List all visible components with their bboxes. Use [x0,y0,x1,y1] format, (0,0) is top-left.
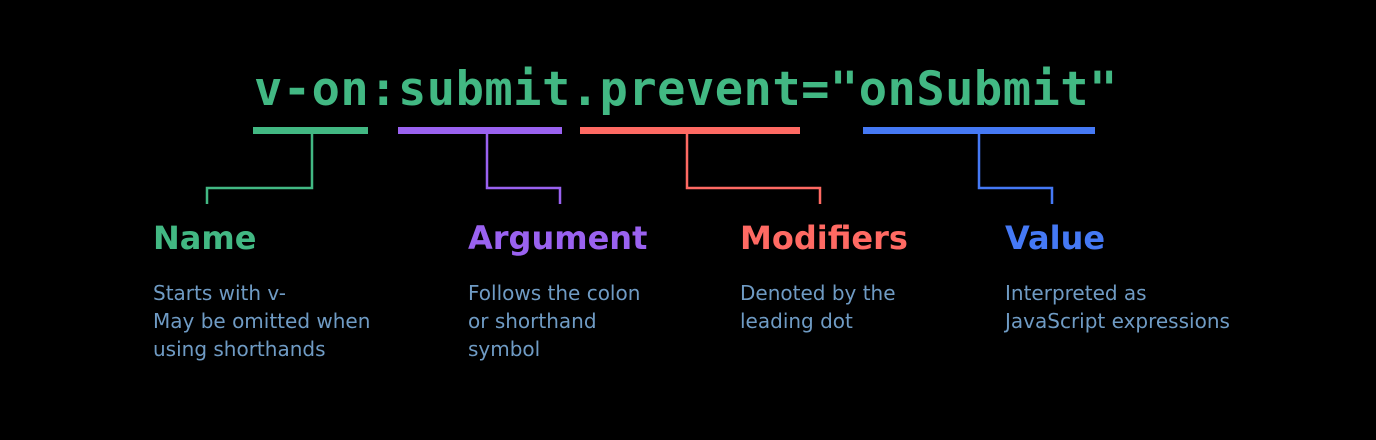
underline-bar-name [253,127,368,134]
connector-modifiers [685,134,822,204]
segment-title-modifiers: Modifiers [740,219,908,257]
connector-argument [485,134,562,204]
segment-description-modifiers: Denoted by the leading dot [740,281,896,333]
underline-bar-argument [398,127,562,134]
underline-bar-modifiers [580,127,800,134]
directive-code-expression: v-on:submit.prevent="onSubmit" [254,62,1118,117]
segment-description-argument: Follows the colon or shorthand symbol [468,281,641,361]
segment-description-name: Starts with v- May be omitted when using… [153,281,371,361]
connector-name [205,134,314,204]
segment-title-argument: Argument [468,219,648,257]
segment-description-value: Interpreted as JavaScript expressions [1005,281,1230,333]
segment-title-name: Name [153,219,257,257]
connector-value [977,134,1054,204]
underline-bar-value [863,127,1095,134]
segment-title-value: Value [1005,219,1106,257]
